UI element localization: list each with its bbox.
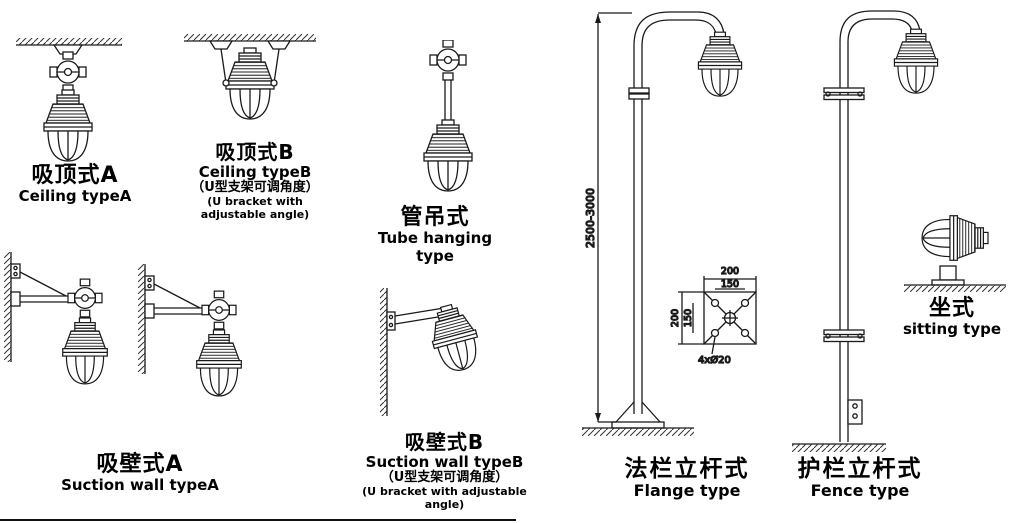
tube-hanging-title-en: Tube hanging type (377, 229, 493, 265)
base-gusset (641, 401, 661, 423)
suction-wall-a-title-zh: 吸壁式A (96, 452, 184, 477)
suction-wall-b-note-en: (U bracket with adjustable angle) (362, 485, 527, 511)
suction-wall-b-title-en: Suction wall typeB (365, 453, 524, 471)
ground-hatch (792, 444, 886, 452)
suction-wall-a-label: 吸壁式A Suction wall typeA (25, 452, 255, 495)
lamp (43, 89, 93, 162)
base-gusset (615, 401, 635, 423)
bracket-arm (394, 307, 445, 317)
gooseneck-inner (641, 19, 717, 47)
gooseneck-outer (839, 10, 921, 43)
mount-fitting (429, 40, 467, 81)
ceiling-hatch (184, 34, 316, 41)
tube-hanging-drawing (423, 40, 473, 192)
suction-wall-b-drawing (380, 288, 486, 416)
ceiling-type-b-label: 吸顶式B Ceiling typeB （U型支架可调角度） (U bracket… (175, 141, 335, 221)
pole-junction-box (847, 399, 863, 425)
bracket-arm (394, 315, 445, 325)
tube-hanging-label: 管吊式 Tube hanging type (360, 205, 510, 265)
suction-wall-b-note-zh: （U型支架可调角度） (380, 470, 509, 486)
u-bracket-arm (220, 48, 227, 84)
pole-joint (628, 93, 650, 100)
fence-clamp-lower (823, 329, 865, 343)
wall-plate (386, 311, 396, 331)
fence-type-title-zh: 护栏立杆式 (797, 456, 923, 482)
sitting-type-lamp (904, 215, 1006, 292)
flange-type-title-zh: 法栏立杆式 (624, 456, 750, 482)
fence-pole-drawing (792, 10, 1006, 452)
sitting-type-title-en: sitting type (902, 320, 1002, 339)
lamp-tilted (423, 299, 486, 377)
ceiling-type-b-note-en: (U bracket with adjustable angle) (200, 195, 310, 221)
ceiling-type-a-title-zh: 吸顶式A (31, 163, 119, 188)
pole-height-dimension: 2500-3000 (584, 188, 597, 248)
gooseneck-inner (847, 18, 913, 43)
bolt-hole (740, 298, 750, 308)
sitting-type-title-zh: 坐式 (928, 296, 975, 321)
flange-detail: 200 150 200 150 4xØ20 (669, 265, 757, 367)
flange-type-label: 法栏立杆式 Flange type (597, 456, 777, 501)
stand-base (931, 279, 965, 286)
ceiling-type-a-title-en: Ceiling typeA (18, 187, 132, 206)
wall-hatch (380, 288, 387, 416)
flange-inner-top-dim: 150 (721, 279, 739, 290)
pivot-bolt (270, 79, 278, 87)
lamp (893, 28, 939, 94)
lamp (423, 119, 473, 192)
tube-hanging-title-zh: 管吊式 (400, 205, 470, 230)
lamp (697, 31, 743, 97)
flange-outer-left-dim: 200 (670, 309, 681, 327)
wall-assembly-left (4, 252, 107, 384)
flange-type-title-en: Flange type (633, 481, 741, 501)
suction-wall-b-title-zh: 吸壁式B (404, 430, 485, 454)
bolt-hole (710, 328, 720, 338)
ceiling-hatch (16, 38, 122, 45)
fence-type-title-en: Fence type (810, 481, 910, 501)
ceiling-type-b-title-zh: 吸顶式B (215, 140, 295, 164)
bolt-hole (740, 328, 750, 338)
ceiling-type-a-label: 吸顶式A Ceiling typeA (10, 163, 140, 206)
suction-wall-b-label: 吸壁式B Suction wall typeB （U型支架可调角度） (U br… (362, 431, 527, 511)
ground-hatch (582, 428, 694, 436)
bolt-holes-annotation: 4xØ20 (698, 354, 731, 366)
flange-inner-left-dim: 150 (683, 309, 694, 327)
ceiling-type-a-drawing (16, 38, 122, 162)
lamp (225, 47, 275, 120)
mount-fitting (49, 51, 87, 93)
suction-wall-a-title-en: Suction wall typeA (61, 476, 219, 495)
flange-pole-drawing: 2500-3000 200 150 (582, 11, 757, 436)
pole-joint (628, 87, 650, 94)
base-plate (611, 421, 665, 429)
fence-type-label: 护栏立杆式 Fence type (785, 456, 935, 501)
ceiling-type-b-note-zh: （U型支架可调角度） (191, 180, 319, 196)
u-bracket-arm (273, 48, 280, 84)
suction-wall-a-drawing (2, 250, 270, 450)
wall-assembly-right (138, 264, 241, 396)
bolt-hole (710, 298, 720, 308)
ground-hatch (904, 285, 1006, 292)
flange-outer-top-dim: 200 (721, 266, 739, 277)
fence-clamp-upper (823, 87, 865, 101)
ceiling-type-b-drawing (184, 34, 316, 120)
sitting-type-label: 坐式 sitting type (892, 296, 1012, 339)
page-bottom-rule (0, 519, 516, 521)
lamp-horizontal (921, 215, 989, 261)
lamp-stand (939, 265, 957, 281)
gooseneck-outer (633, 11, 725, 47)
pivot-bolt (222, 79, 230, 87)
ceiling-type-b-title-en: Ceiling typeB (198, 163, 312, 181)
